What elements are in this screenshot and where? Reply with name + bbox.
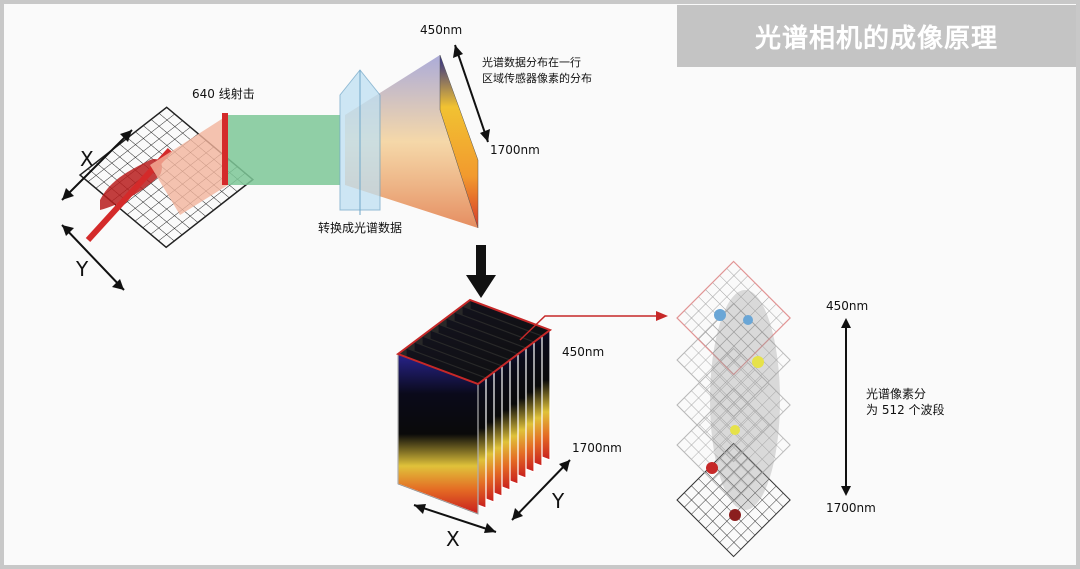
- stack-450-label: 450nm: [826, 299, 868, 313]
- cube-450-label: 450nm: [562, 345, 604, 359]
- bands-label-line2: 为 512 个波段: [866, 402, 945, 417]
- axis-y-label: Y: [75, 257, 89, 281]
- wavelength-bottom-label: 1700nm: [490, 143, 540, 157]
- cube-1700-label: 1700nm: [572, 441, 622, 455]
- prism-label: 转换成光谱数据: [318, 220, 402, 235]
- down-arrow: [466, 245, 496, 298]
- stack-range-arrow: [841, 318, 851, 496]
- wavelength-top-label: 450nm: [420, 23, 462, 37]
- prism: [340, 70, 380, 215]
- cube-x-label: X: [446, 527, 460, 551]
- axis-x-label: X: [80, 147, 94, 171]
- scan-line: [222, 113, 228, 185]
- beam-green: [228, 115, 340, 185]
- distribution-label-line2: 区域传感器像素的分布: [482, 71, 592, 85]
- cube-y-label: Y: [551, 489, 565, 513]
- distribution-label-line1: 光谱数据分布在一行: [482, 55, 581, 69]
- bands-label-line1: 光谱像素分: [866, 387, 926, 401]
- stack-1700-label: 1700nm: [826, 501, 876, 515]
- scan-line-label: 640 线射击: [192, 86, 255, 101]
- band-stack: [677, 261, 790, 556]
